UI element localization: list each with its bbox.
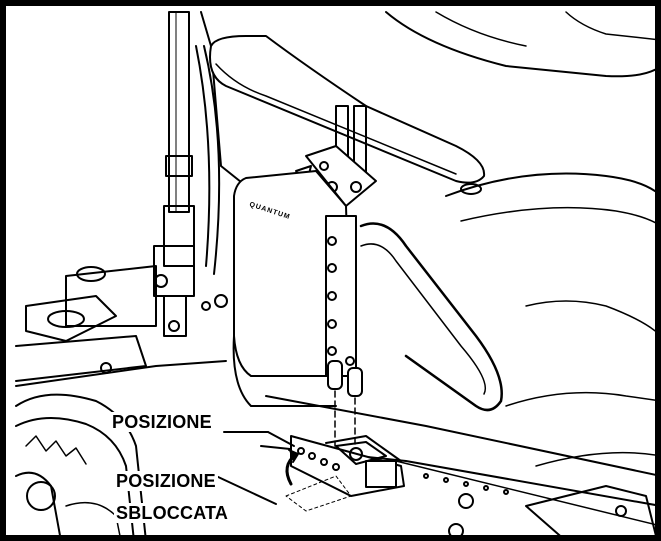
seat-back: [200, 11, 655, 187]
wheelchair-armrest-illustration: QUANTUM: [15, 11, 655, 535]
unlock-position-label-line2: SBLOCCATA: [114, 503, 231, 523]
unlock-position-label-line1: POSIZIONE: [114, 471, 218, 491]
lock-receiver: [285, 435, 405, 512]
leader-lines: [215, 431, 295, 505]
armrest-posts: [295, 105, 377, 207]
arm-tube: [359, 222, 503, 412]
lock-position-label: POSIZIONE: [110, 412, 214, 432]
seat-cushion: [445, 172, 655, 467]
side-guard-panel: [232, 170, 357, 407]
rotation-arrow: [285, 449, 299, 486]
rear-post: [153, 11, 221, 337]
mounting-pins: [327, 360, 363, 447]
base-frame-left: [15, 265, 228, 387]
